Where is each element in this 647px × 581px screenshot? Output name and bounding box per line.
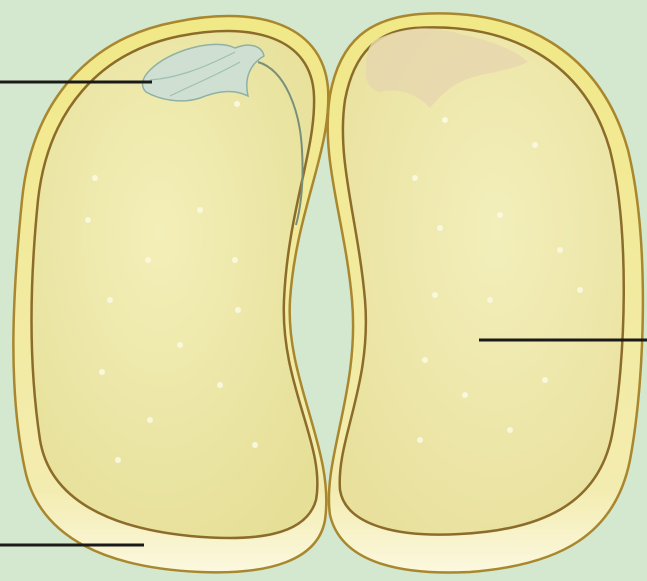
cotyledon-left	[32, 31, 318, 538]
cotyledon-right	[340, 27, 624, 534]
